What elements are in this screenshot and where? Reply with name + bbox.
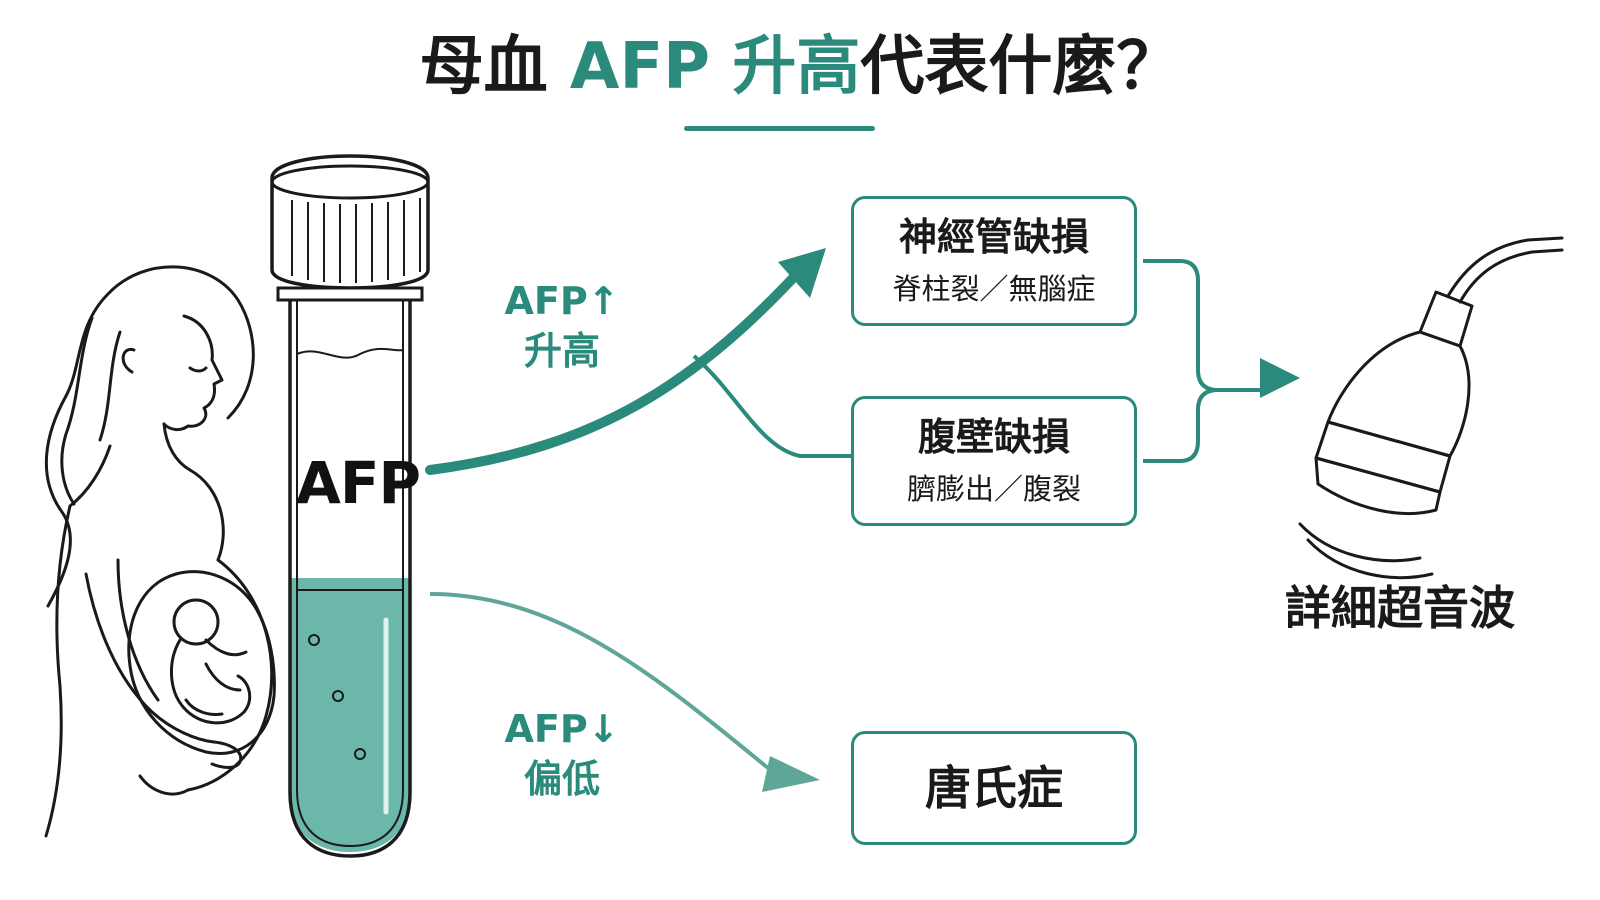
test-tube-icon: [270, 154, 430, 858]
result-heading: 唐氏症: [925, 761, 1063, 815]
page-title: 母血 AFP 升高代表什麼？: [0, 22, 1600, 112]
connector-to-abdominal: [692, 354, 851, 458]
merge-arrowhead: [1260, 358, 1300, 398]
result-card-abdominal-wall: 腹壁缺損 臍膨出／腹裂: [851, 396, 1137, 526]
result-sub: 脊柱裂／無腦症: [892, 272, 1096, 306]
title-suffix: 代表什麼？: [860, 30, 1181, 104]
flow-down-line1: AFP↓: [504, 707, 620, 751]
merge-bracket: [1143, 259, 1262, 463]
flow-up-line2: 升高: [523, 329, 600, 373]
arrowhead-down: [762, 756, 820, 792]
flow-label-down: AFP↓ 偏低: [487, 704, 637, 804]
pregnant-woman-icon: [44, 265, 276, 838]
arrow-down: [429, 592, 770, 770]
arrow-up: [425, 257, 813, 475]
result-heading: 腹壁缺損: [917, 415, 1070, 459]
result-card-down-syndrome: 唐氏症: [851, 731, 1137, 845]
ultrasound-probe-icon: [1298, 236, 1564, 580]
flow-up-line1: AFP↑: [504, 279, 620, 323]
title-prefix: 母血: [419, 30, 570, 104]
result-heading: 神經管缺損: [898, 215, 1089, 259]
result-card-neural-tube: 神經管缺損 脊柱裂／無腦症: [851, 196, 1137, 326]
flow-down-line2: 偏低: [523, 757, 600, 801]
title-accent: AFP 升高: [569, 30, 861, 104]
ultrasound-caption: 詳細超音波: [1285, 581, 1515, 635]
tube-label: AFP: [296, 449, 421, 517]
title-underline: [684, 126, 875, 131]
flow-label-up: AFP↑ 升高: [487, 276, 637, 376]
result-sub: 臍膨出／腹裂: [906, 472, 1081, 506]
arrowhead-up: [778, 248, 826, 298]
